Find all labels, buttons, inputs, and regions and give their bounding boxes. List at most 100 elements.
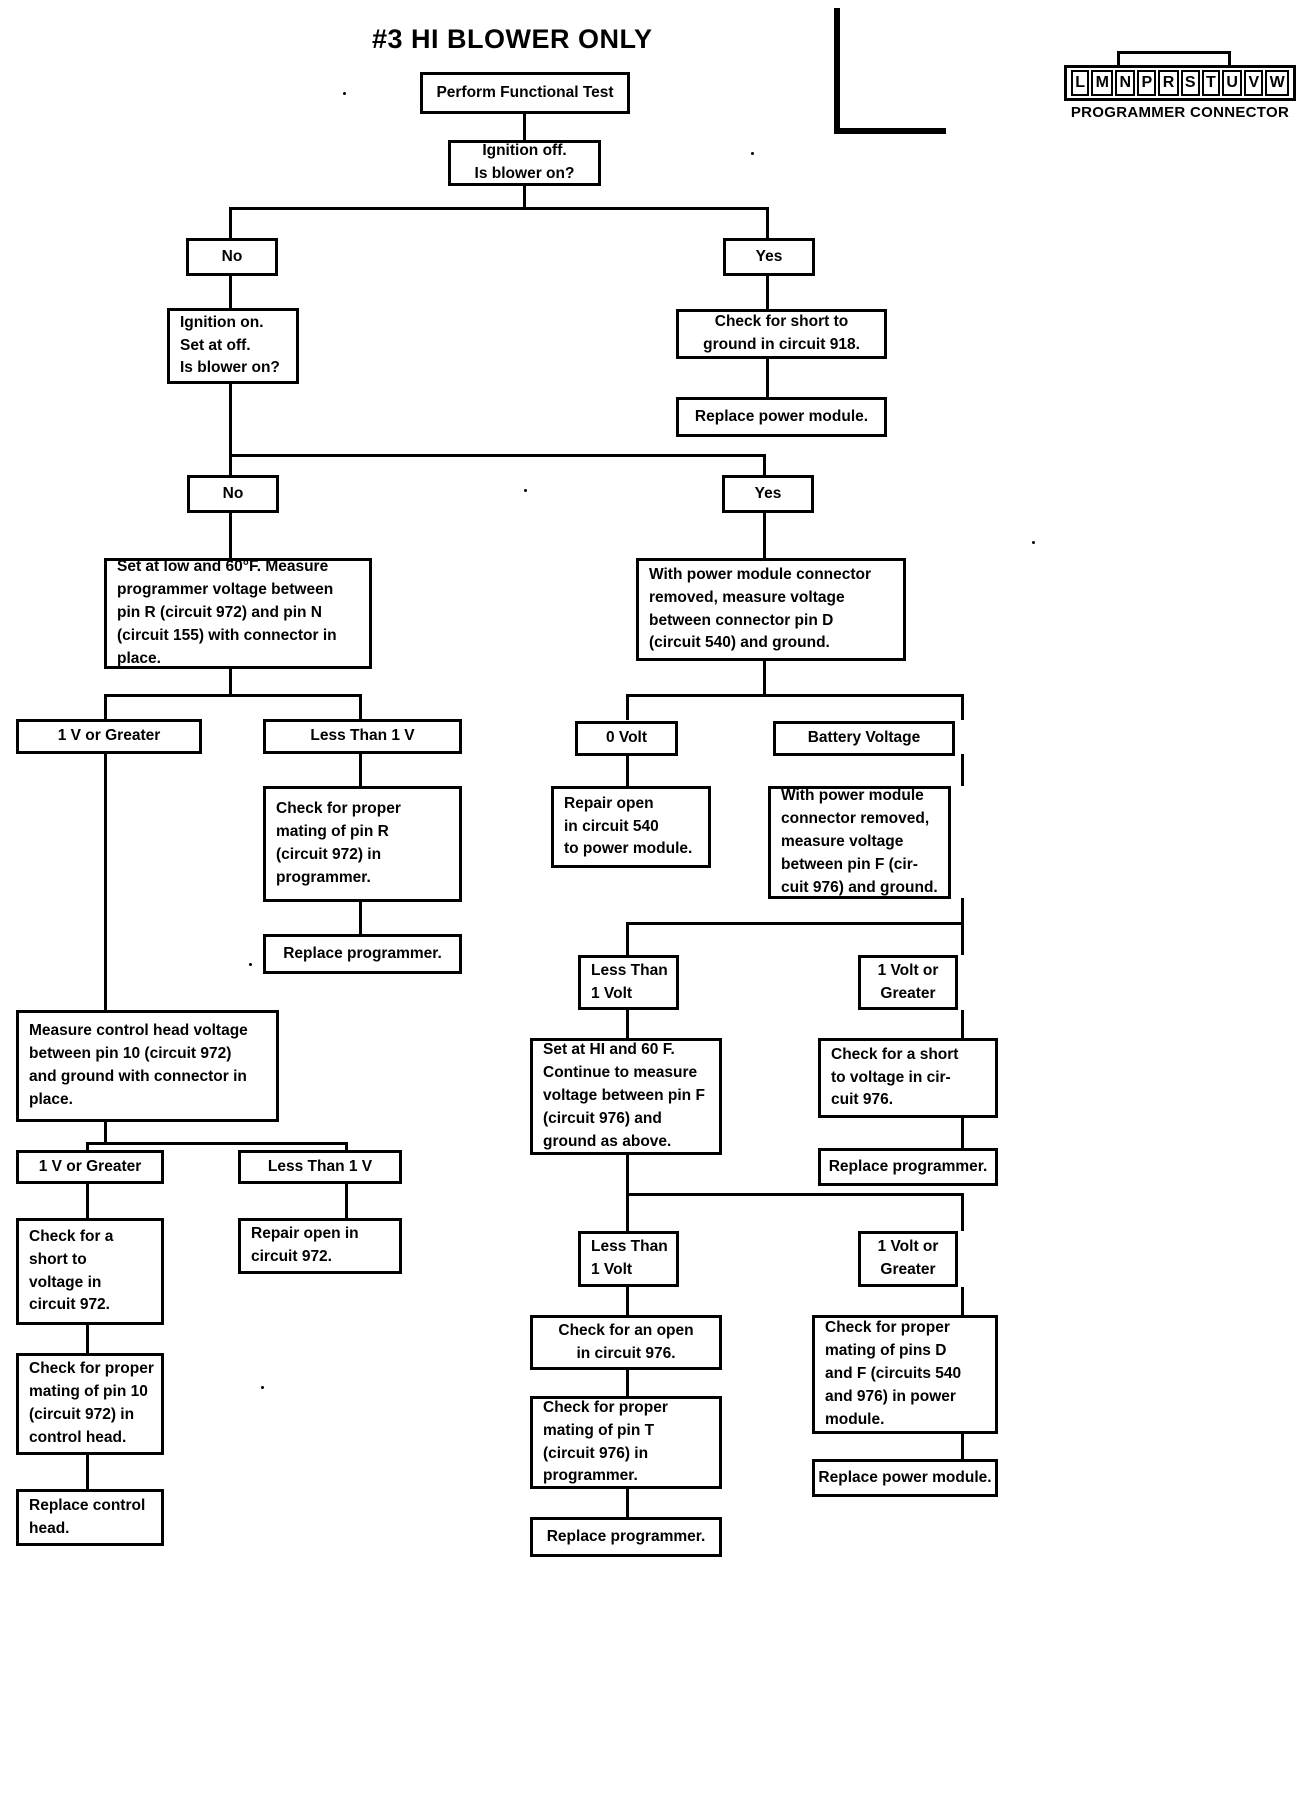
node-replace-programmer-1[interactable]: Replace programmer. [263,934,462,974]
node-1v-or-greater-1[interactable]: 1 V or Greater [16,719,202,754]
connector-line [766,358,769,398]
node-label: Check for a short to voltage in circuit … [29,1227,114,1314]
connector-line [961,1434,964,1459]
connector-line [961,1287,964,1315]
connector-pin-s: S [1180,70,1200,96]
scan-speck [261,1386,264,1389]
node-label: Replace programmer. [546,1527,706,1545]
node-label: Less Than 1 V [267,1157,373,1175]
node-label: Ignition off. Is blower on? [474,142,575,182]
node-repair-open-circuit-972[interactable]: Repair open in circuit 972. [238,1218,402,1274]
connector-line [626,1287,629,1315]
connector-pin-w: W [1265,70,1290,96]
node-label: Replace power module. [694,407,869,425]
node-label: Check for short to ground in circuit 918… [703,313,860,353]
node-answer-yes-1[interactable]: Yes [723,238,815,276]
node-label: Measure control head voltage between pin… [29,1022,248,1108]
node-label: Replace control head. [29,1496,146,1537]
connector-line [229,454,232,476]
node-label: Check for proper mating of pin R (circui… [276,800,401,886]
connector-line [961,1010,964,1038]
node-label: Battery Voltage [807,729,921,747]
node-label: 1 V or Greater [57,727,161,745]
connector-pin-u: U [1222,70,1243,96]
node-answer-yes-2[interactable]: Yes [722,475,814,513]
connector-line [523,114,526,142]
node-label: Check for an open in circuit 976. [558,1321,694,1362]
connector-line [626,754,629,786]
node-replace-programmer-2[interactable]: Replace programmer. [818,1148,998,1186]
connector-line [626,694,964,697]
connector-bracket-vertical [834,8,840,134]
node-less-than-1v-1[interactable]: Less Than 1 V [263,719,462,754]
connector-pin-n: N [1115,70,1136,96]
connector-keying-tab [1117,51,1231,67]
node-replace-programmer-3[interactable]: Replace programmer. [530,1517,722,1557]
node-label: Less Than 1 Volt [591,961,668,1002]
node-0-volt[interactable]: 0 Volt [575,721,678,756]
connector-line [104,1122,107,1144]
node-replace-power-module-1[interactable]: Replace power module. [676,397,887,437]
node-check-short-ground-918[interactable]: Check for short to ground in circuit 918… [676,309,887,359]
connector-line [523,185,526,209]
node-repair-open-circuit-540[interactable]: Repair open in circuit 540 to power modu… [551,786,711,868]
node-power-module-removed-pin-f[interactable]: With power module connector removed, mea… [768,786,951,899]
node-answer-no-2[interactable]: No [187,475,279,513]
scan-speck [249,963,252,966]
node-replace-control-head[interactable]: Replace control head. [16,1489,164,1546]
node-check-mating-pin-10[interactable]: Check for proper mating of pin 10 (circu… [16,1353,164,1455]
node-power-module-removed-pin-d[interactable]: With power module connector removed, mea… [636,558,906,661]
node-less-than-1-volt-a[interactable]: Less Than 1 Volt [578,955,679,1010]
connector-line [961,1193,964,1231]
connector-line [229,275,232,309]
connector-line [86,1142,348,1145]
connector-line [763,660,766,696]
node-label: Less Than 1 V [310,727,415,745]
node-1-volt-or-greater-a[interactable]: 1 Volt or Greater [858,955,958,1010]
node-label: Replace programmer. [828,1157,988,1175]
node-measure-control-head-voltage[interactable]: Measure control head voltage between pin… [16,1010,279,1122]
node-check-short-voltage-976[interactable]: Check for a short to voltage in cir- cui… [818,1038,998,1118]
programmer-connector-graphic: L M N P R S T U V W PROGRAMMER CONNECTOR [834,4,1304,144]
connector-line [961,754,964,786]
connector-pin-p: P [1137,70,1157,96]
node-label: Check for a short to voltage in cir- cui… [831,1045,959,1109]
node-label: 1 Volt or Greater [877,1238,939,1278]
node-set-low-60-measure-programmer[interactable]: Set at low and 60°F. Measure programmer … [104,558,372,669]
connector-pin-v: V [1244,70,1264,96]
node-1-volt-or-greater-b[interactable]: 1 Volt or Greater [858,1231,958,1287]
node-label: Repair open in circuit 540 to power modu… [564,794,693,858]
connector-pin-r: R [1158,70,1179,96]
connector-line [229,207,232,239]
node-perform-functional-test[interactable]: Perform Functional Test [420,72,630,114]
node-label: Repair open in circuit 972. [251,1225,359,1265]
node-label: Yes [754,484,782,502]
node-battery-voltage[interactable]: Battery Voltage [773,721,955,756]
node-less-than-1v-2[interactable]: Less Than 1 V [238,1150,402,1184]
connector-line [104,694,107,720]
node-answer-no-1[interactable]: No [186,238,278,276]
connector-caption: PROGRAMMER CONNECTOR [1070,104,1290,121]
node-check-open-circuit-976[interactable]: Check for an open in circuit 976. [530,1315,722,1370]
node-check-mating-pin-t[interactable]: Check for proper mating of pin T (circui… [530,1396,722,1489]
node-ignition-on-set-off[interactable]: Ignition on. Set at off. Is blower on? [167,308,299,384]
node-check-short-voltage-972[interactable]: Check for a short to voltage in circuit … [16,1218,164,1325]
connector-line [626,922,629,955]
node-replace-power-module-2[interactable]: Replace power module. [812,1459,998,1497]
node-check-mating-pins-d-f[interactable]: Check for proper mating of pins D and F … [812,1315,998,1434]
connector-line [86,1455,89,1489]
node-set-hi-60-continue-measure[interactable]: Set at HI and 60 F. Continue to measure … [530,1038,722,1155]
node-check-mating-pin-r[interactable]: Check for proper mating of pin R (circui… [263,786,462,902]
connector-line [961,694,964,720]
node-label: With power module connector removed, mea… [649,565,872,652]
connector-line [626,1193,964,1196]
node-less-than-1-volt-b[interactable]: Less Than 1 Volt [578,1231,679,1287]
node-1v-or-greater-2[interactable]: 1 V or Greater [16,1150,164,1184]
connector-line [626,1010,629,1038]
node-ignition-off-blower-on[interactable]: Ignition off. Is blower on? [448,140,601,186]
connector-line [229,383,232,456]
connector-line [359,902,362,935]
scan-speck [751,152,754,155]
connector-line [961,1118,964,1148]
node-label: Replace power module. [818,1468,992,1486]
